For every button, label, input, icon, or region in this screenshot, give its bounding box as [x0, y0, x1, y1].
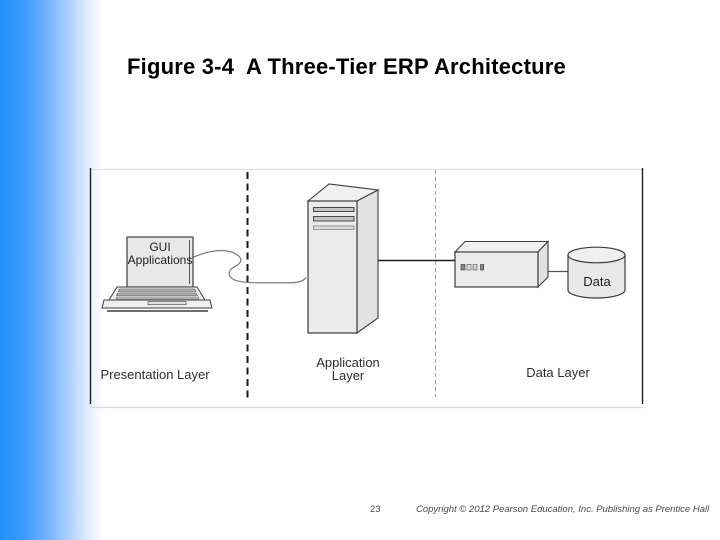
vent-slot	[313, 225, 355, 230]
page-title: Figure 3-4 A Three-Tier ERP Architecture	[127, 54, 566, 79]
vent-slot	[313, 216, 355, 222]
laptop-server-connector-line	[192, 250, 307, 284]
vent-slot	[313, 207, 355, 212]
page-number: 23	[370, 504, 381, 515]
presentation-layer-label: Presentation Layer	[100, 367, 210, 382]
application-layer-label: Application Layer	[316, 355, 380, 383]
gui-applications-label: GUI Applications	[127, 240, 193, 267]
figure-frame	[89, 168, 644, 409]
server-tower-icon	[306, 183, 380, 335]
indicator-light	[466, 264, 472, 271]
laptop-icon	[101, 236, 213, 312]
server-box-icon	[453, 240, 550, 289]
database-cylinder-icon	[567, 246, 626, 299]
indicator-light	[460, 264, 466, 271]
data-layer-label: Data Layer	[526, 365, 590, 380]
copyright-notice: Copyright © 2012 Pearson Education, Inc.…	[416, 504, 710, 515]
indicator-light	[472, 264, 478, 271]
database-label: Data	[583, 274, 611, 289]
accent-gradient-bar	[0, 0, 106, 540]
indicator-light	[480, 264, 485, 271]
